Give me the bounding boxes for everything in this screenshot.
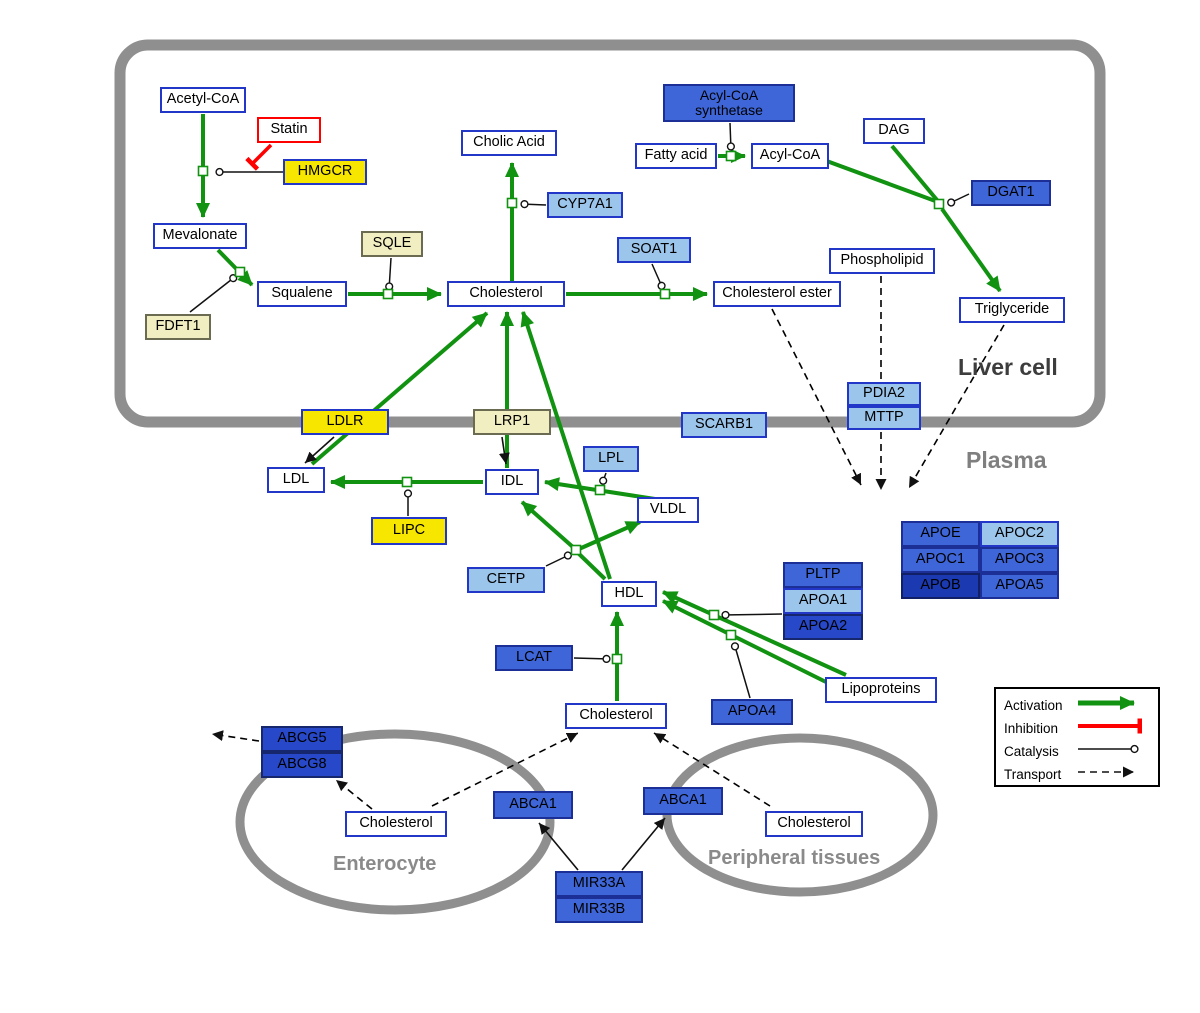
peripheral-tissues-membrane xyxy=(662,733,938,897)
node-apoa1[interactable]: APOA1 xyxy=(783,588,863,614)
node-cholesterol-peripheral[interactable]: Cholesterol xyxy=(765,811,863,837)
inhibition-edges xyxy=(245,143,273,171)
legend-catalysis-label: Catalysis xyxy=(1004,743,1059,759)
node-mttp[interactable]: MTTP xyxy=(847,406,921,430)
node-abcg5[interactable]: ABCG5 xyxy=(261,726,343,752)
node-vldl[interactable]: VLDL xyxy=(637,497,699,523)
node-abcg8[interactable]: ABCG8 xyxy=(261,752,343,778)
node-cholesterol-liver[interactable]: Cholesterol xyxy=(447,281,565,307)
node-mir33a[interactable]: MIR33A xyxy=(555,871,643,897)
node-apoa2[interactable]: APOA2 xyxy=(783,614,863,640)
node-apoc3[interactable]: APOC3 xyxy=(980,547,1059,573)
node-squalene[interactable]: Squalene xyxy=(257,281,347,307)
legend-inhibition-label: Inhibition xyxy=(1004,720,1059,736)
node-hdl[interactable]: HDL xyxy=(601,581,657,607)
node-hmgcr[interactable]: HMGCR xyxy=(283,159,367,185)
node-lpl[interactable]: LPL xyxy=(583,446,639,472)
catalysis-edges xyxy=(189,122,970,699)
node-cholesterol-enterocyte[interactable]: Cholesterol xyxy=(345,811,447,837)
node-cholic-acid[interactable]: Cholic Acid xyxy=(461,130,557,156)
enterocyte-membrane xyxy=(235,729,555,915)
node-scarb1[interactable]: SCARB1 xyxy=(681,412,767,438)
node-pdia2[interactable]: PDIA2 xyxy=(847,382,921,406)
node-dag[interactable]: DAG xyxy=(863,118,925,144)
node-lipoproteins[interactable]: Lipoproteins xyxy=(825,677,937,703)
node-dgat1[interactable]: DGAT1 xyxy=(971,180,1051,206)
node-ldlr[interactable]: LDLR xyxy=(301,409,389,435)
node-cyp7a1[interactable]: CYP7A1 xyxy=(547,192,623,218)
node-apoc1[interactable]: APOC1 xyxy=(901,547,980,573)
membranes xyxy=(114,39,1106,915)
transport-edges xyxy=(211,276,1005,810)
enterocyte-label: Enterocyte xyxy=(333,853,437,875)
node-apoc2[interactable]: APOC2 xyxy=(980,521,1059,547)
node-triglyceride[interactable]: Triglyceride xyxy=(959,297,1065,323)
node-fdft1[interactable]: FDFT1 xyxy=(145,314,211,340)
legend: Activation Inhibition Catalysis Transpor… xyxy=(994,687,1160,787)
node-apoe[interactable]: APOE xyxy=(901,521,980,547)
node-pltp[interactable]: PLTP xyxy=(783,562,863,588)
peripheral-tissues-label: Peripheral tissues xyxy=(708,847,881,869)
legend-activation-label: Activation xyxy=(1004,697,1063,713)
node-phospholipid[interactable]: Phospholipid xyxy=(829,248,935,274)
legend-symbols xyxy=(1078,696,1142,778)
node-soat1[interactable]: SOAT1 xyxy=(617,237,691,263)
node-acetyl-coa[interactable]: Acetyl-CoA xyxy=(160,87,246,113)
node-lipc[interactable]: LIPC xyxy=(371,517,447,545)
node-lrp1[interactable]: LRP1 xyxy=(473,409,551,435)
node-acyl-coa-synthetase[interactable]: Acyl-CoA synthetase xyxy=(663,84,795,122)
node-apoa5[interactable]: APOA5 xyxy=(980,573,1059,599)
reaction-nodes xyxy=(197,150,945,665)
node-abca1-peripheral[interactable]: ABCA1 xyxy=(643,787,723,815)
node-cholesterol-ester[interactable]: Cholesterol ester xyxy=(713,281,841,307)
node-mir33b[interactable]: MIR33B xyxy=(555,897,643,923)
plasma-label: Plasma xyxy=(966,447,1047,473)
regulation-edges xyxy=(304,436,666,871)
legend-transport-label: Transport xyxy=(1004,766,1062,782)
node-cholesterol-plasma[interactable]: Cholesterol xyxy=(565,703,667,729)
liver-cell-label: Liver cell xyxy=(958,354,1058,380)
activation-edges xyxy=(196,114,1002,701)
node-acyl-coa[interactable]: Acyl-CoA xyxy=(751,143,829,169)
node-fatty-acid[interactable]: Fatty acid xyxy=(635,143,717,169)
node-statin[interactable]: Statin xyxy=(257,117,321,143)
liver-cell-membrane xyxy=(114,39,1106,428)
node-abca1-enterocyte[interactable]: ABCA1 xyxy=(493,791,573,819)
node-idl[interactable]: IDL xyxy=(485,469,539,495)
node-apob[interactable]: APOB xyxy=(901,573,980,599)
node-cetp[interactable]: CETP xyxy=(467,567,545,593)
node-mevalonate[interactable]: Mevalonate xyxy=(153,223,247,249)
node-lcat[interactable]: LCAT xyxy=(495,645,573,671)
node-sqle[interactable]: SQLE xyxy=(361,231,423,257)
node-apoa4[interactable]: APOA4 xyxy=(711,699,793,725)
node-ldl[interactable]: LDL xyxy=(267,467,325,493)
